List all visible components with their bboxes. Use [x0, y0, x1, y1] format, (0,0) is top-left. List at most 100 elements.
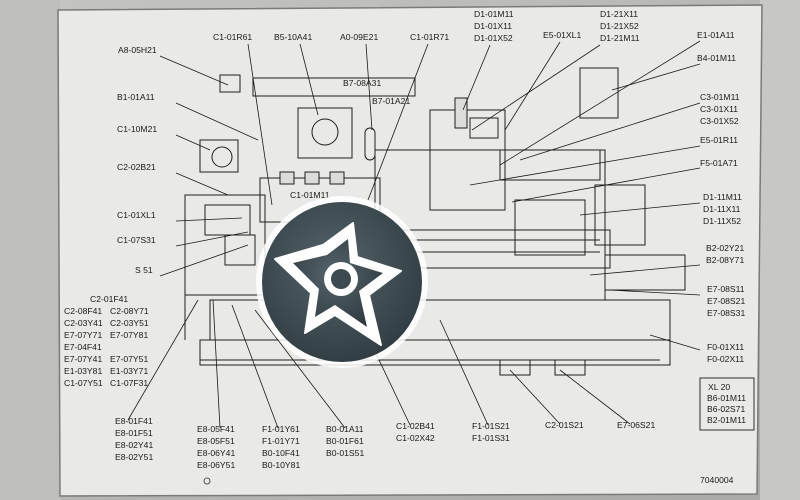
component-label: E5-01R11	[700, 135, 738, 145]
component-label: E7-08S31	[707, 308, 745, 318]
component-label: C2-03Y51	[110, 318, 149, 328]
leader-line	[175, 172, 229, 196]
component-label: B0-01A11	[326, 424, 364, 434]
component-label: C3-01X52	[700, 116, 739, 126]
leader-line	[559, 369, 631, 425]
component-label: E8-06Y41	[197, 448, 235, 458]
boxed-list-item: XL 20	[708, 382, 730, 392]
leader-line	[175, 217, 243, 222]
component-label: D1-11M11	[703, 192, 742, 202]
leader-line	[462, 44, 491, 111]
boxed-list-item: B2-01M11	[707, 415, 746, 425]
leader-line	[439, 319, 489, 426]
component-label: E7-07Y71	[64, 330, 102, 340]
leader-line	[579, 202, 701, 216]
screw-hole	[203, 477, 211, 485]
component-label: E7-04F41	[64, 342, 102, 352]
component-label: E7-08S21	[707, 296, 745, 306]
component-label: E7-07Y41	[64, 354, 102, 364]
leader-line	[175, 231, 249, 247]
component-label: E8-01F41	[115, 416, 153, 426]
component-label: B7-01A21	[372, 96, 410, 106]
component-label: F1-01S31	[472, 433, 510, 443]
component-label: D1-21X52	[600, 21, 639, 31]
boxed-list: XL 20 B6-01M11 B6-02S71 B2-01M11	[699, 377, 755, 431]
component-label: D1-01X11	[474, 21, 512, 31]
overhead-bar	[252, 77, 416, 97]
component-label: F5-01A71	[700, 158, 738, 168]
component-label: C1-10M21	[117, 124, 157, 134]
machine-gear-star-logo-icon	[256, 196, 428, 368]
component-label: C1-02X42	[396, 433, 435, 443]
component-label: B0-10Y81	[262, 460, 300, 470]
component-label: E7-08S11	[707, 284, 745, 294]
leader-line	[511, 167, 701, 203]
leader-line	[469, 145, 701, 186]
component-label: F1-01Y71	[262, 436, 300, 446]
component-label: C1-01R61	[213, 32, 252, 42]
tailstock	[604, 254, 686, 291]
component-label: B4-01M11	[697, 53, 736, 63]
component-label: F0-01X11	[707, 342, 744, 352]
component-label: C2-01F41	[90, 294, 128, 304]
leader-line	[499, 40, 701, 166]
spindle-motor	[199, 139, 239, 173]
component-label: B0-10F41	[262, 448, 300, 458]
component-label: C1-01M11	[290, 190, 330, 200]
boxed-list-item: B6-01M11	[707, 393, 746, 403]
component-label: E7-07Y81	[110, 330, 148, 340]
component-label: E7-06S21	[617, 420, 655, 430]
component-label: A8-05H21	[118, 45, 157, 55]
component-labels: A8-05H21 C1-01R61 B5-10A41 A0-09E21 C1-01R71…	[64, 9, 745, 470]
component-label: C2-08F41	[64, 306, 102, 316]
control-box	[297, 107, 353, 159]
leader-line	[254, 309, 346, 429]
component-label: C2-08Y71	[110, 306, 149, 316]
component-label: C1-02B41	[396, 421, 435, 431]
leader-line	[609, 289, 701, 296]
component-label: C2-01S21	[545, 420, 584, 430]
machine-body	[184, 67, 686, 376]
leader-line	[365, 43, 373, 131]
component-label: E5-01XL1	[543, 30, 581, 40]
leader-line	[504, 41, 561, 131]
leader-line	[509, 369, 561, 425]
component-label: E8-05F41	[197, 424, 235, 434]
component-label: C1-01XL1	[117, 210, 156, 220]
component-label: B7-08A31	[343, 78, 381, 88]
leader-line	[367, 43, 429, 201]
component-label: C2-03Y41	[64, 318, 103, 328]
component-label: F0-02X11	[707, 354, 744, 364]
leader-line	[175, 134, 211, 151]
component-label: B2-08Y71	[706, 255, 744, 265]
plate-number: 7040004	[700, 475, 734, 485]
component-label: E1-01A11	[697, 30, 735, 40]
component-label: C3-01X11	[700, 104, 738, 114]
component-label: B0-01F61	[326, 436, 364, 446]
component-label: F1-01S21	[472, 421, 510, 431]
component-label: B5-10A41	[274, 32, 312, 42]
component-label: B1-01A11	[117, 92, 155, 102]
component-label: C1-07F31	[110, 378, 148, 388]
motor-box	[579, 67, 619, 119]
leader-line	[471, 44, 601, 131]
component-label: B0-01S51	[326, 448, 364, 458]
component-label: D1-21M11	[600, 33, 640, 43]
component-label: E1-03Y71	[110, 366, 148, 376]
leader-line	[175, 102, 259, 141]
leader-line	[159, 244, 249, 277]
leader-line	[519, 102, 701, 161]
leader-line	[212, 299, 221, 429]
boxed-list-item: B6-02S71	[707, 404, 745, 414]
leader-line	[589, 264, 701, 276]
component-label: A0-09E21	[340, 32, 378, 42]
component-label: C1-01R71	[410, 32, 449, 42]
component-label: F1-01Y61	[262, 424, 300, 434]
component-label: E7-07Y51	[110, 354, 148, 364]
component-label: E1-03Y81	[64, 366, 102, 376]
component-a8	[219, 74, 241, 93]
component-label: E8-02Y41	[115, 440, 153, 450]
component-label: E8-01F51	[115, 428, 153, 438]
leader-line	[649, 334, 701, 351]
